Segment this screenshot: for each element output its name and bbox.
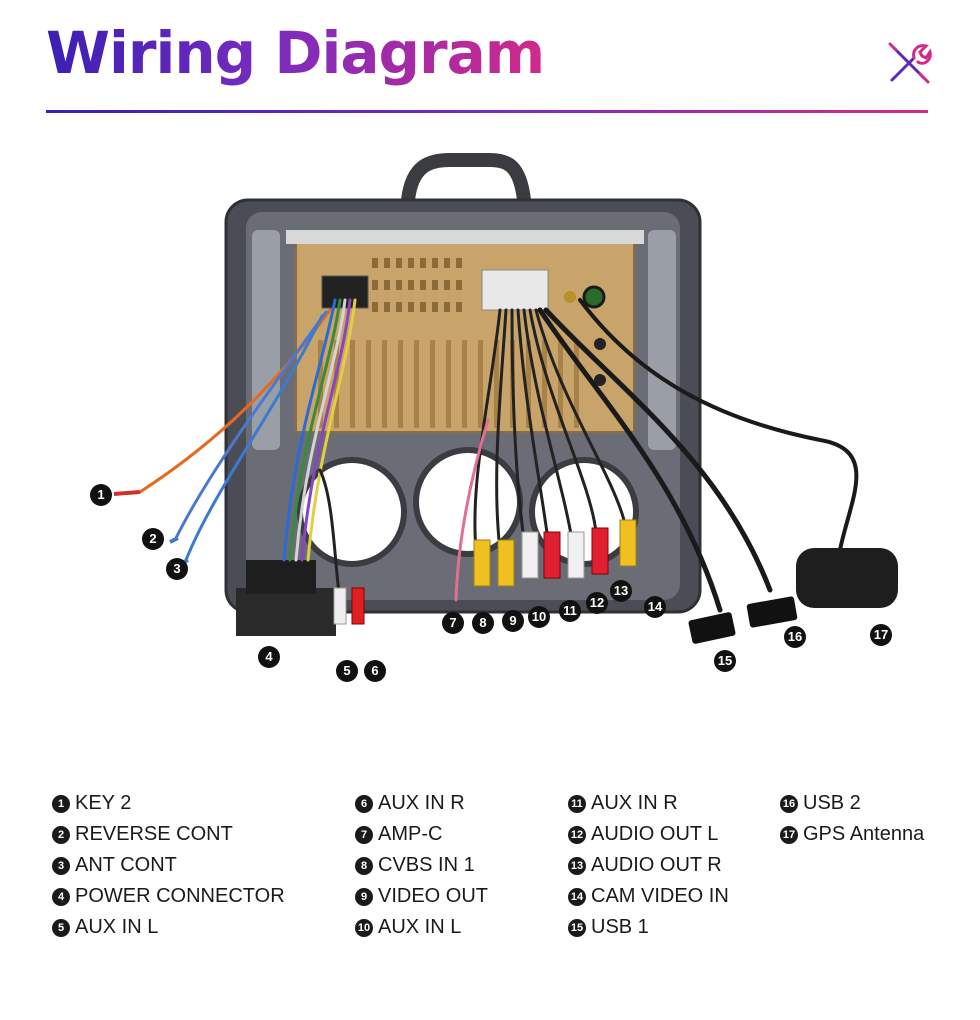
legend-label: AUX IN L: [378, 916, 462, 938]
legend-column-4: 16 USB 2 17 GPS Antenna: [780, 788, 924, 850]
legend-label: ANT CONT: [75, 854, 177, 876]
callout-12: 12: [586, 592, 608, 614]
tools-icon: [888, 42, 932, 84]
legend-badge: 9: [355, 887, 373, 906]
legend-item: 8 CVBS IN 1: [355, 850, 488, 881]
legend-label: AUDIO OUT L: [591, 823, 719, 845]
legend-item: 17 GPS Antenna: [780, 819, 924, 850]
legend-item: 10 AUX IN L: [355, 912, 488, 943]
legend-label: KEY 2: [75, 792, 132, 814]
legend-label: GPS Antenna: [803, 823, 925, 845]
legend-column-2: 6 AUX IN R 7 AMP-C 8 CVBS IN 1 9 VIDEO OUT 1…: [355, 788, 488, 943]
legend-item: 6 AUX IN R: [355, 788, 488, 819]
callout-11: 11: [559, 600, 581, 622]
legend-item: 7 AMP-C: [355, 819, 488, 850]
legend-item: 5 AUX IN L: [52, 912, 285, 943]
legend-badge: 4: [52, 887, 70, 906]
legend-badge: 1: [52, 794, 70, 813]
legend-badge: 16: [780, 794, 798, 813]
legend-badge: 8: [355, 856, 373, 875]
callout-6: 6: [364, 660, 386, 682]
callout-10: 10: [528, 606, 550, 628]
legend-label: AMP-C: [378, 823, 443, 845]
head-unit-diagram: [113, 153, 898, 644]
legend-label: USB 1: [591, 916, 649, 938]
callout-17: 17: [870, 624, 892, 646]
callout-5: 5: [336, 660, 358, 682]
legend-badge: 11: [568, 794, 586, 813]
legend-item: 11 AUX IN R: [568, 788, 729, 819]
callout-2: 2: [142, 528, 164, 550]
legend-label: USB 2: [803, 792, 861, 814]
callout-13: 13: [610, 580, 632, 602]
legend-label: AUX IN L: [75, 916, 159, 938]
legend-column-1: 1 KEY 2 2 REVERSE CONT 3 ANT CONT 4 POWER CO…: [52, 788, 285, 943]
legend-badge: 14: [568, 887, 586, 906]
legend-label: CAM VIDEO IN: [591, 885, 729, 907]
legend-badge: 2: [52, 825, 70, 844]
page-title: Wiring Diagram: [46, 19, 545, 87]
legend-item: 9 VIDEO OUT: [355, 881, 488, 912]
legend-item: 15 USB 1: [568, 912, 729, 943]
legend-badge: 3: [52, 856, 70, 875]
legend-column-3: 11 AUX IN R 12 AUDIO OUT L 13 AUDIO OUT R 1…: [568, 788, 729, 943]
legend-badge: 5: [52, 918, 70, 937]
legend-badge: 10: [355, 918, 373, 937]
legend-item: 14 CAM VIDEO IN: [568, 881, 729, 912]
legend-badge: 6: [355, 794, 373, 813]
legend-badge: 15: [568, 918, 586, 937]
legend-badge: 7: [355, 825, 373, 844]
callout-14: 14: [644, 596, 666, 618]
callout-7: 7: [442, 612, 464, 634]
legend-label: AUDIO OUT R: [591, 854, 722, 876]
callout-9: 9: [502, 610, 524, 632]
callout-1: 1: [90, 484, 112, 506]
legend-label: AUX IN R: [378, 792, 465, 814]
legend-label: VIDEO OUT: [378, 885, 489, 907]
legend-item: 12 AUDIO OUT L: [568, 819, 729, 850]
legend-badge: 17: [780, 825, 798, 844]
legend-badge: 12: [568, 825, 586, 844]
callout-16: 16: [784, 626, 806, 648]
legend-label: REVERSE CONT: [75, 823, 233, 845]
callout-4: 4: [258, 646, 280, 668]
legend-item: 4 POWER CONNECTOR: [52, 881, 285, 912]
legend-item: 2 REVERSE CONT: [52, 819, 285, 850]
legend-item: 13 AUDIO OUT R: [568, 850, 729, 881]
title-divider: [46, 110, 928, 113]
legend-item: 1 KEY 2: [52, 788, 285, 819]
callout-3: 3: [166, 558, 188, 580]
legend-badge: 13: [568, 856, 586, 875]
legend-label: POWER CONNECTOR: [75, 885, 285, 907]
legend-item: 3 ANT CONT: [52, 850, 285, 881]
legend-item: 16 USB 2: [780, 788, 924, 819]
legend-label: CVBS IN 1: [378, 854, 475, 876]
legend-label: AUX IN R: [591, 792, 678, 814]
callout-15: 15: [714, 650, 736, 672]
callout-8: 8: [472, 612, 494, 634]
